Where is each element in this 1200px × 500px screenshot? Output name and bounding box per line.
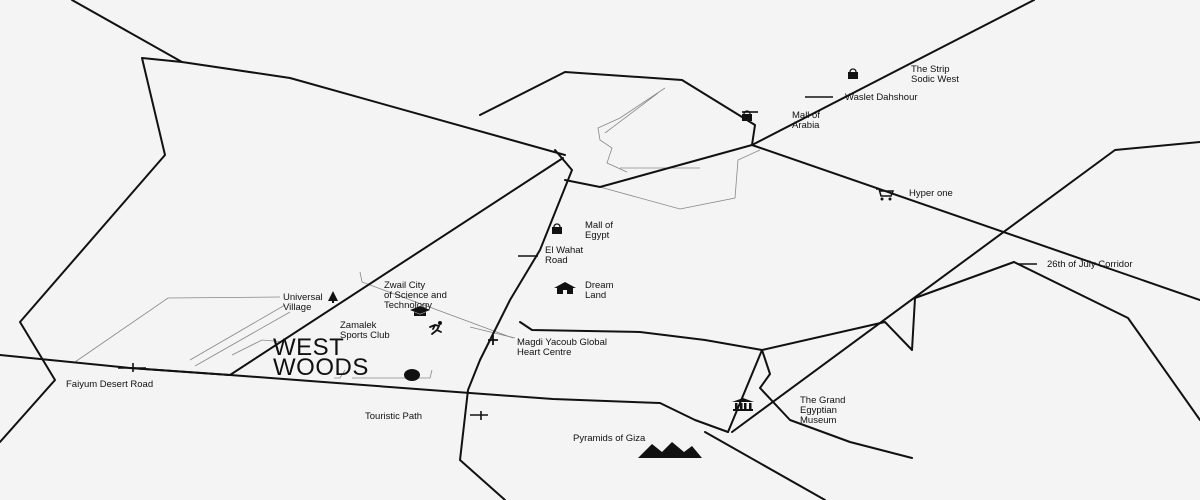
road-inner-box <box>564 144 753 188</box>
minor-road <box>74 296 281 363</box>
label-el-wahat-road: El Wahat Road <box>545 245 584 266</box>
label-faiyum-desert-road: Faiyum Desert Road <box>66 379 154 390</box>
minor-road <box>231 339 286 356</box>
label-zwail-city: Zwail City of Science and Technology <box>384 280 447 311</box>
road-magdi <box>519 321 913 459</box>
road-east-diagonal <box>731 141 1200 433</box>
label-universal-village: Universal Village <box>283 292 323 313</box>
label-hyper-one: Hyper one <box>909 188 953 199</box>
minor-road <box>352 369 433 379</box>
label-touristic-path: Touristic Path <box>365 411 423 422</box>
minor-road <box>604 92 659 134</box>
road-tick <box>118 363 146 372</box>
road-north-diagonal <box>751 0 1035 146</box>
minor-road <box>334 369 346 379</box>
minor-road <box>469 326 516 339</box>
shopping-bag-icon <box>847 66 859 84</box>
label-pyramids-of-giza: Pyramids of Giza <box>573 433 646 444</box>
road-northwest <box>71 0 566 156</box>
house-icon <box>554 281 576 299</box>
road-west-loop <box>0 57 183 443</box>
label-26th-july-corridor: 26th of July Corridor <box>1047 259 1133 270</box>
plus-icon <box>487 333 499 351</box>
label-waslet-dahshour: Waslet Dahshour <box>845 92 918 103</box>
shopping-cart-icon <box>876 188 895 206</box>
label-dream-land: Dream Land <box>585 280 614 301</box>
minor-road <box>597 87 666 173</box>
road-north-box <box>479 71 756 146</box>
label-mall-of-egypt: Mall of Egypt <box>585 220 613 241</box>
minor-road <box>189 304 286 361</box>
minor-road <box>564 149 761 210</box>
location-marker-icon <box>404 368 420 386</box>
road-south <box>704 431 826 500</box>
road-east-loop <box>761 261 1015 351</box>
road-faiyum <box>129 367 729 433</box>
minor-road <box>194 311 291 367</box>
project-logo: WEST WOODS <box>273 334 369 381</box>
road-southeast <box>1013 261 1200 421</box>
pyramids-icon <box>638 442 702 463</box>
shopping-bag-icon <box>741 108 753 126</box>
runner-icon <box>428 321 444 340</box>
museum-icon <box>732 398 754 416</box>
label-grand-egyptian-museum: The Grand Egyptian Museum <box>800 395 846 426</box>
road-tick <box>470 411 488 420</box>
road-pyramids-edge <box>727 349 763 433</box>
label-zamalek-sports-club: Zamalek Sports Club <box>340 320 390 341</box>
tree-icon <box>328 290 338 308</box>
graduation-cap-icon <box>410 305 430 323</box>
road-26-july <box>751 144 1200 301</box>
label-mall-of-arabia: Mall of Arabia <box>792 110 820 131</box>
label-magdi-yacoub: Magdi Yacoub Global Heart Centre <box>517 337 607 358</box>
label-the-strip: The Strip Sodic West <box>911 64 959 85</box>
minor-road <box>359 271 514 339</box>
shopping-bag-icon <box>551 221 563 239</box>
